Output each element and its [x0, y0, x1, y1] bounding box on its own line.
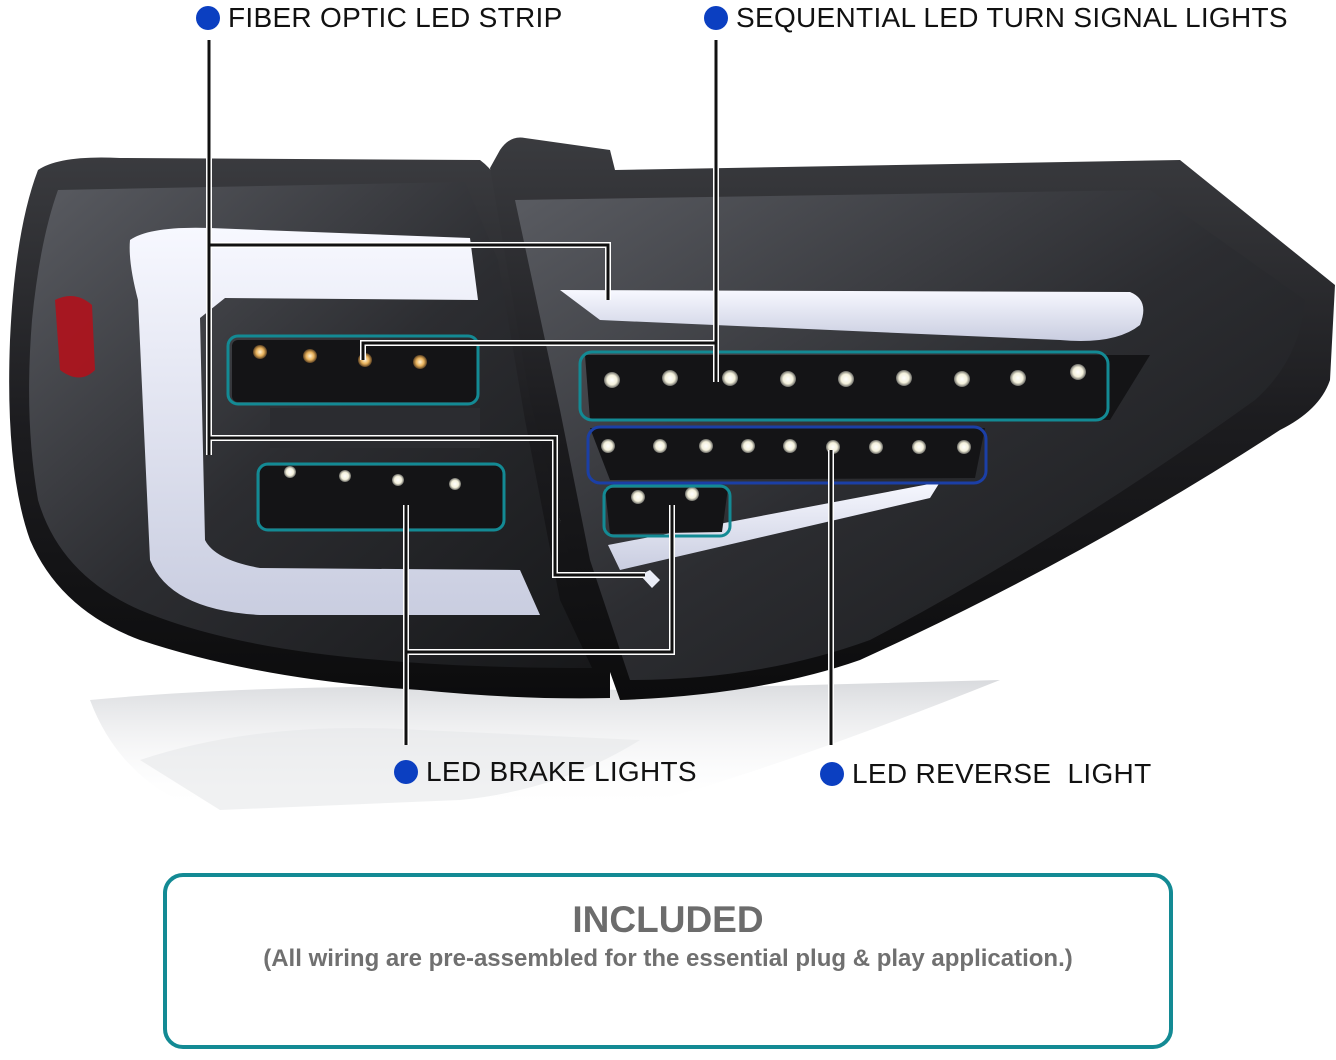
- bullet-icon: [820, 762, 844, 786]
- bullet-icon: [394, 760, 418, 784]
- callout-label: LED REVERSE LIGHT: [852, 758, 1152, 789]
- led-pod: [303, 349, 317, 363]
- callout-brake: LED BRAKE LIGHTS: [394, 756, 697, 788]
- led-pod: [783, 439, 797, 453]
- led-pod: [601, 439, 615, 453]
- led-pod: [449, 478, 461, 490]
- led-pod: [253, 345, 267, 359]
- led-pod: [780, 371, 796, 387]
- bullet-icon: [196, 6, 220, 30]
- led-pod: [957, 440, 971, 454]
- included-title: INCLUDED: [572, 899, 764, 940]
- included-subtitle: (All wiring are pre-assembled for the es…: [263, 945, 1073, 972]
- callout-label: LED BRAKE LIGHTS: [426, 756, 697, 787]
- led-pod: [339, 470, 351, 482]
- led-pod: [896, 370, 912, 386]
- led-pod: [653, 439, 667, 453]
- callout-label: FIBER OPTIC LED STRIP: [228, 2, 563, 33]
- led-pod: [722, 370, 738, 386]
- callout-sequential: SEQUENTIAL LED TURN SIGNAL LIGHTS: [704, 2, 1288, 34]
- callout-reverse: LED REVERSE LIGHT: [820, 758, 1151, 790]
- led-pod: [869, 440, 883, 454]
- led-pod: [912, 440, 926, 454]
- led-pod: [685, 487, 699, 501]
- led-pod: [631, 490, 645, 504]
- led-pod: [954, 371, 970, 387]
- led-pod: [413, 355, 427, 369]
- bullet-icon: [704, 6, 728, 30]
- led-pod: [392, 474, 404, 486]
- callout-fiber-optic: FIBER OPTIC LED STRIP: [196, 2, 563, 34]
- led-pod: [838, 371, 854, 387]
- led-pod: [604, 372, 620, 388]
- led-pod: [284, 466, 296, 478]
- included-box: INCLUDED (All wiring are pre-assembled f…: [163, 873, 1173, 1049]
- led-pod: [1070, 364, 1086, 380]
- led-pod: [699, 439, 713, 453]
- led-pod: [1010, 370, 1026, 386]
- led-pod: [662, 370, 678, 386]
- callout-label: SEQUENTIAL LED TURN SIGNAL LIGHTS: [736, 2, 1288, 33]
- tail-light-image: [9, 40, 1335, 810]
- led-pod: [741, 439, 755, 453]
